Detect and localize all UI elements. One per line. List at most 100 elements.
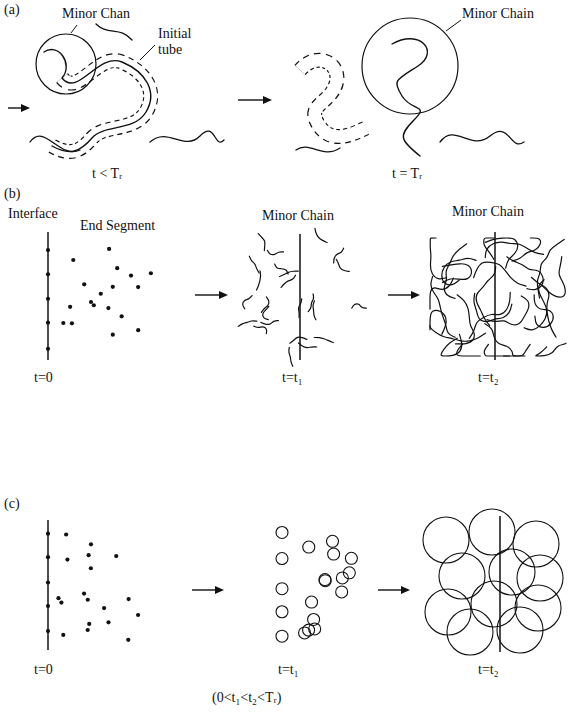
large-coil	[447, 609, 493, 655]
long-chain	[534, 295, 553, 328]
end-segment-dot	[56, 596, 60, 600]
tube-inside	[300, 60, 366, 136]
panel-label: (a)	[4, 2, 20, 18]
short-chain	[275, 264, 288, 274]
short-chain	[336, 259, 349, 271]
step-arrow	[238, 99, 265, 100]
short-chain	[263, 306, 269, 319]
tube-outline	[52, 61, 151, 152]
short-chain	[249, 256, 259, 273]
step-arrow	[192, 589, 217, 590]
small-coil	[345, 552, 357, 564]
long-chain	[442, 258, 476, 285]
small-coil	[303, 541, 315, 553]
end-segment-dot	[136, 285, 140, 289]
small-coil	[319, 574, 331, 586]
end-segment-dot	[92, 303, 96, 307]
end-segment-dot	[86, 598, 90, 602]
end-segment-dot	[70, 321, 74, 325]
chain-circle	[36, 34, 96, 94]
time-label: t=t₁	[282, 370, 303, 386]
large-coil	[497, 607, 543, 653]
small-coil	[276, 583, 288, 595]
tube-label: Initial tube	[158, 26, 206, 58]
end-segment-dot	[46, 604, 50, 608]
end-segment-dot	[111, 333, 115, 337]
short-chain	[352, 304, 367, 308]
step-arrowhead	[219, 291, 228, 299]
end-segment-dot	[89, 542, 93, 546]
step-arrow	[195, 294, 221, 295]
end-segment-dot	[136, 613, 140, 617]
long-chain	[469, 292, 510, 338]
long-chain	[444, 244, 466, 299]
end-segment-dot	[46, 321, 50, 325]
end-segment-dot	[82, 591, 86, 595]
long-chain	[441, 334, 462, 356]
large-coil	[471, 581, 517, 627]
end-segment-dot	[136, 328, 140, 332]
small-coil	[343, 567, 355, 579]
long-chain	[430, 326, 485, 342]
long-chain	[442, 264, 471, 283]
short-chain	[254, 326, 267, 334]
large-coil	[469, 509, 515, 555]
end-segment-dot	[46, 297, 50, 301]
short-chain	[290, 337, 307, 343]
long-chain	[487, 296, 529, 325]
time-label: t = Tᵣ	[392, 166, 422, 182]
short-chain	[258, 234, 265, 251]
tube-inside	[52, 61, 151, 152]
end-segment-dot	[61, 633, 65, 637]
end-segment-dot	[46, 347, 50, 351]
large-coil	[513, 521, 559, 567]
small-coil	[276, 526, 288, 538]
short-chain	[315, 228, 327, 242]
time-label: t=t₂	[478, 662, 499, 678]
panel-label: (b)	[4, 186, 20, 202]
end-segment-dot	[68, 305, 72, 309]
tube-outline	[300, 60, 366, 136]
chain-label: Minor Chain	[462, 6, 534, 22]
step-arrow	[388, 294, 413, 295]
short-chain	[243, 296, 252, 309]
short-chain	[313, 301, 316, 320]
end-segment-dot	[89, 566, 93, 570]
step-arrow	[8, 107, 23, 108]
minor-chain	[392, 39, 427, 156]
long-chain	[531, 277, 556, 337]
long-chain	[485, 324, 525, 356]
short-chain	[279, 271, 298, 276]
panel-label: (c)	[4, 496, 20, 512]
end-segment-dot	[106, 306, 110, 310]
end-segment-dot	[46, 272, 50, 276]
chain-label: Minor Chan	[62, 6, 130, 22]
long-chain	[484, 238, 494, 259]
end-segment-dot	[46, 555, 50, 559]
time-label: t < Tᵣ	[92, 166, 122, 182]
minor-chain	[44, 49, 151, 151]
small-coil	[328, 548, 340, 560]
leader-line	[140, 45, 155, 60]
long-chain	[430, 310, 446, 334]
long-chain	[542, 257, 565, 297]
interface-label: Interface	[8, 206, 58, 222]
end-segment-dot	[46, 532, 50, 536]
other-chain	[96, 24, 132, 40]
large-coil	[489, 549, 535, 595]
short-chain	[257, 271, 261, 290]
end-segment-dot	[59, 600, 63, 604]
long-chain	[536, 343, 566, 356]
leader-line	[71, 25, 77, 33]
short-chain	[314, 338, 333, 343]
step-arrowhead	[411, 291, 420, 299]
short-chain	[334, 248, 344, 263]
step-arrow	[378, 589, 403, 590]
end-segment-dot	[46, 248, 50, 252]
end-segment-dot	[127, 597, 131, 601]
short-chain	[281, 275, 295, 287]
end-segment-dot	[111, 285, 115, 289]
interface-line	[499, 516, 501, 652]
